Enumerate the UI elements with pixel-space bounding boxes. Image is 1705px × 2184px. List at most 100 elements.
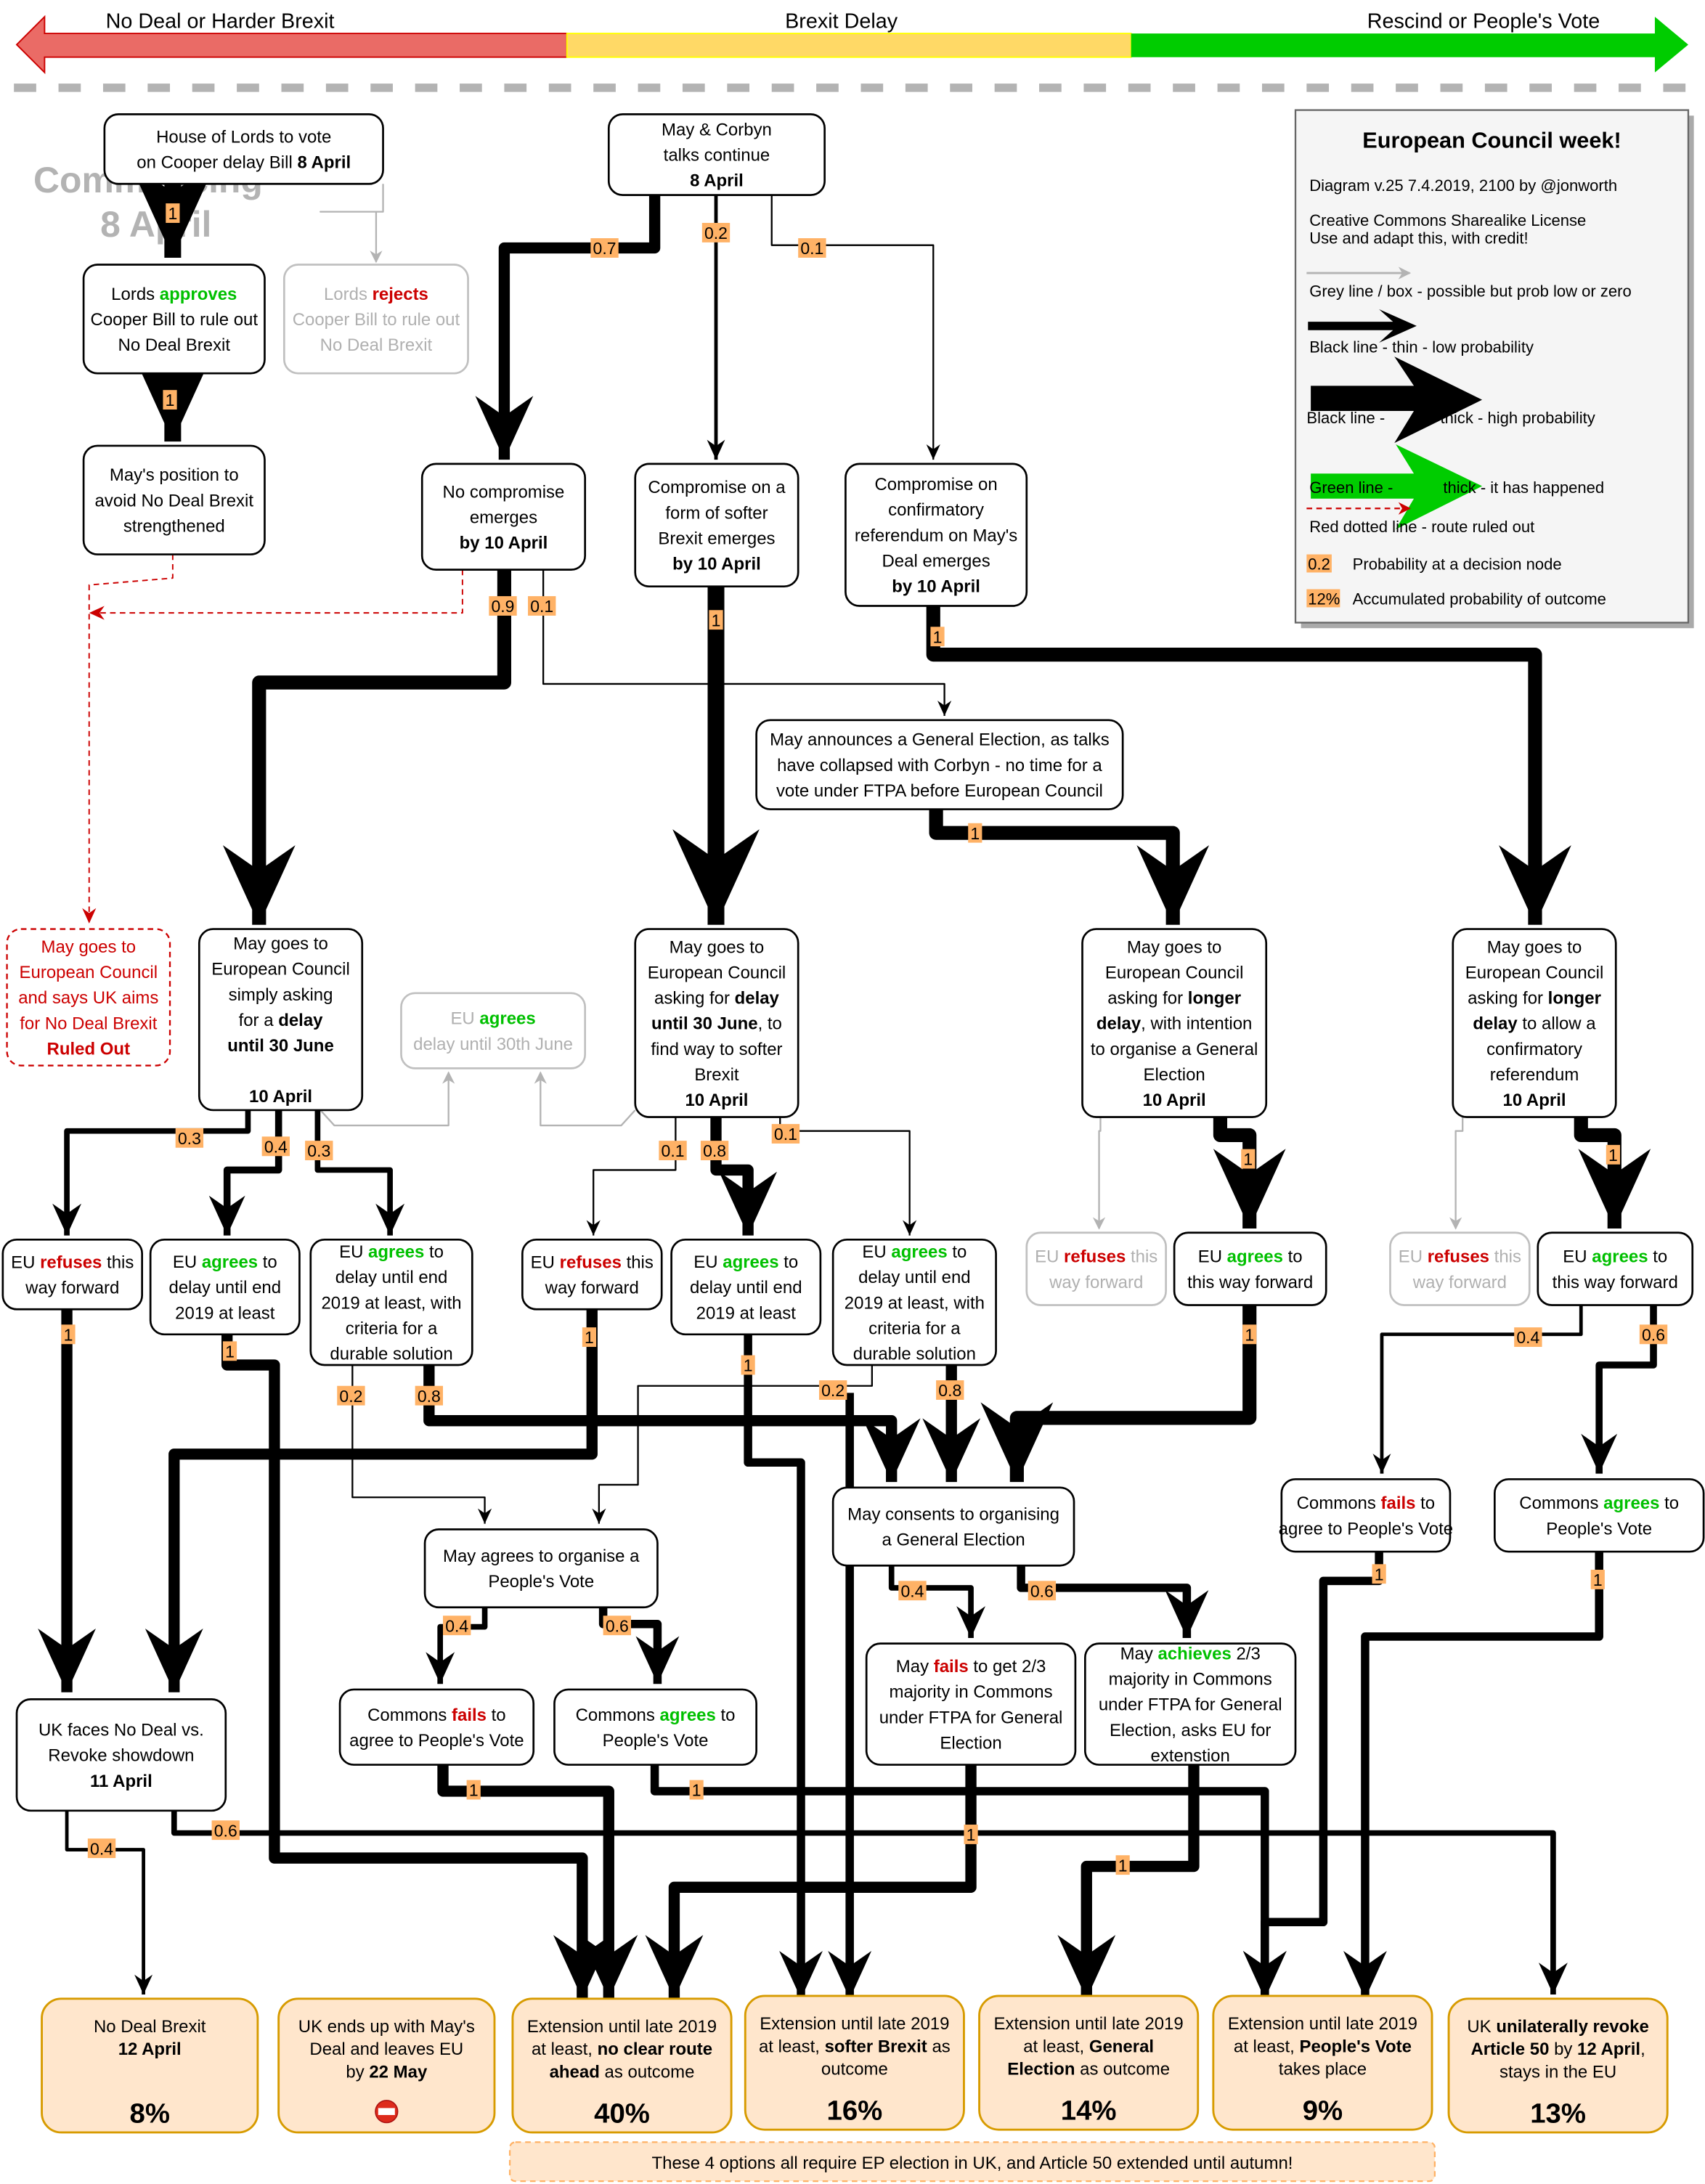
svg-text:0.8: 0.8 — [938, 1381, 961, 1400]
probability-label: 0.9 — [489, 596, 517, 616]
svg-text:1: 1 — [1118, 1856, 1128, 1875]
probability-label: 1 — [163, 390, 177, 410]
connector-arrow — [1361, 1552, 1603, 1999]
no-entry-icon — [375, 2100, 399, 2124]
arrowhead-icon — [426, 1652, 455, 1684]
arrowhead-icon — [592, 1508, 606, 1524]
arrowhead-icon — [82, 908, 97, 924]
probability-label: 0.1 — [528, 596, 556, 616]
svg-text:1: 1 — [469, 1781, 479, 1800]
svg-text:1: 1 — [1245, 1325, 1254, 1344]
legend-thin: Black line - thin - low probability — [1309, 338, 1534, 356]
arrowhead-icon — [937, 700, 952, 717]
svg-text:0.1: 0.1 — [530, 597, 553, 616]
connector-arrow — [1449, 1117, 1464, 1230]
probability-label: 1 — [1606, 1144, 1620, 1165]
connector-arrow — [168, 1309, 598, 1692]
svg-text:1: 1 — [166, 391, 175, 410]
outcome-percentage: 8% — [129, 2098, 169, 2130]
arrowhead-icon — [1343, 1950, 1387, 1999]
connector-arrow — [320, 184, 384, 264]
spectrum-bar: No Deal or Harder Brexit Brexit Delay Re… — [14, 9, 1688, 92]
arrowhead-icon — [1057, 1935, 1116, 1999]
arrowhead-icon — [862, 1418, 921, 1483]
outcome-percentage: 14% — [1061, 2095, 1117, 2127]
arrowhead-icon — [635, 1636, 680, 1684]
node-text: May announces a General Election, as tal… — [770, 730, 1110, 801]
legend-panel: European Council week! Diagram v.25 7.4.… — [1294, 109, 1694, 629]
probability-label: 0.6 — [1639, 1324, 1668, 1344]
legend-acc-sample: 12% — [1308, 590, 1340, 608]
connector-arrow — [351, 1364, 486, 1524]
probability-label: 0.6 — [211, 1820, 240, 1840]
svg-text:0.2: 0.2 — [821, 1381, 845, 1400]
connector-arrow — [1009, 1305, 1257, 1483]
probability-label: 0.1 — [771, 1124, 800, 1144]
arrowhead-icon — [579, 1935, 638, 1999]
outcome-percentage: 13% — [1530, 2098, 1586, 2130]
probability-label: 1 — [466, 1780, 481, 1800]
connector-arrow — [320, 1071, 455, 1127]
probability-label: 0.2 — [818, 1380, 847, 1400]
svg-text:1: 1 — [933, 627, 943, 646]
svg-text:0.6: 0.6 — [214, 1821, 237, 1840]
connector-arrow — [88, 554, 174, 924]
svg-text:0.8: 0.8 — [418, 1387, 441, 1406]
arrowhead-icon — [1578, 1149, 1651, 1228]
legend-license-2: Use and adapt this, with credit! — [1309, 229, 1528, 248]
probability-label: 0.3 — [305, 1141, 333, 1160]
probability-label: 0.4 — [87, 1838, 116, 1858]
svg-text:1: 1 — [1593, 1570, 1603, 1589]
probability-label: 0.2 — [701, 222, 731, 243]
connector-arrow — [314, 1109, 393, 1236]
probability-label: 0.4 — [261, 1136, 290, 1156]
legend-red: Red dotted line - route ruled out — [1309, 518, 1534, 536]
arrowhead-icon — [475, 396, 534, 460]
svg-text:0.6: 0.6 — [1642, 1325, 1665, 1344]
probability-label: 1 — [1372, 1564, 1386, 1584]
legend-acc-desc: Accumulated probability of outcome — [1353, 590, 1606, 608]
green-arrow-icon — [1311, 444, 1483, 530]
arrowhead-icon — [375, 1203, 405, 1236]
svg-text:1: 1 — [712, 611, 721, 629]
